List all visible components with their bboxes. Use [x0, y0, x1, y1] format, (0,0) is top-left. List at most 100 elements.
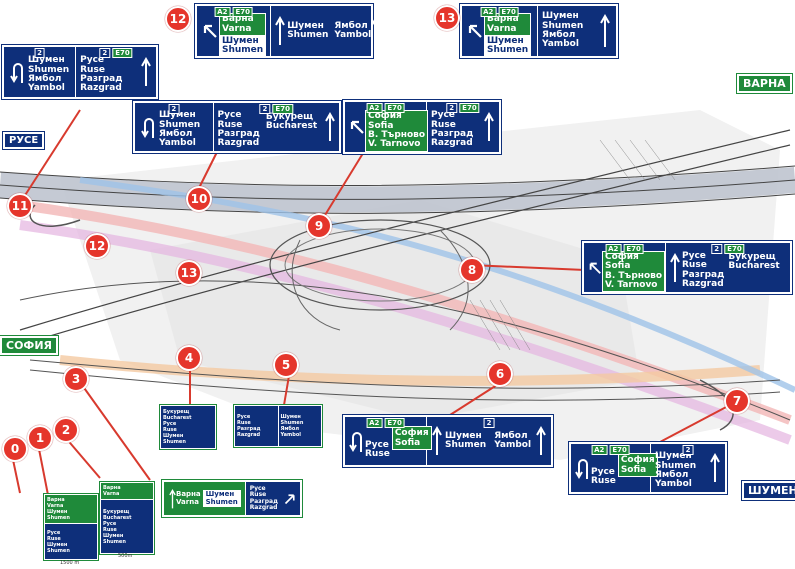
route-tag-e70: E70 — [459, 103, 480, 113]
arrow-up-icon — [431, 426, 443, 456]
arrow-up-icon — [168, 488, 176, 509]
sign-text: Varna — [222, 23, 252, 34]
sign-text: София — [620, 455, 655, 465]
sign-text: V. Tarnovo — [605, 279, 658, 290]
sign-text: Шумен — [103, 532, 124, 539]
sign-5-panel-right: Шумен Shumen Ямбол Yambol — [278, 406, 321, 446]
sign-5: Русе Ruse Разград Razgrad Шумен Shumen Я… — [233, 404, 323, 448]
arrow-up-left-icon — [201, 23, 219, 39]
sign-text: Разград — [431, 129, 474, 139]
sign-text: Razgrad — [80, 83, 122, 94]
sign-text: Shumen — [655, 460, 697, 471]
sign-text: Шумен — [47, 509, 68, 515]
sign-text: Sofia — [368, 120, 394, 131]
sign-text: Шумен — [542, 11, 579, 22]
sign-text: Yambol — [542, 39, 579, 50]
sign-text: Ямбол — [494, 430, 528, 441]
sign-text: Шумен — [205, 490, 235, 499]
sign-text: Шумен — [163, 433, 184, 439]
marker-3: 3 — [63, 366, 89, 392]
route-tag-a2: A2 — [366, 103, 383, 113]
sign-text: Yambol — [655, 479, 692, 490]
route-tag-e70: E70 — [272, 104, 293, 114]
sign-3-panel-left: Варна Varna Шумен Shumen — [164, 482, 246, 515]
sign-text: Русе — [217, 110, 242, 121]
u-turn-icon — [139, 115, 159, 139]
marker-4: 4 — [176, 345, 202, 371]
sign-text: Шумен — [280, 414, 301, 420]
sign-1-panel-bottom: Русе Ruse Шумен Shumen — [45, 524, 97, 559]
sign-text: Shumen — [287, 30, 329, 40]
sign-text: Ruse — [237, 420, 251, 426]
sign-text: Ruse — [249, 491, 267, 499]
sign-text: Shumen — [28, 64, 70, 75]
sign-text: Razgrad — [682, 278, 724, 289]
arrow-up-icon — [275, 16, 286, 46]
sign-text: София — [394, 428, 429, 438]
u-turn-icon — [8, 60, 28, 84]
distance-label: 1500 m — [60, 560, 80, 566]
sign-text: Razgrad — [431, 138, 473, 149]
destination-ruse: РУСЕ — [1, 131, 46, 150]
sign-text: Ямбол — [159, 129, 193, 139]
sign-text: Шумен — [222, 36, 259, 46]
sign-text: Sofia — [394, 438, 421, 448]
arrow-up-icon — [670, 252, 680, 283]
sign-text: Varna — [487, 23, 517, 34]
sign-text: Шумен — [47, 541, 68, 548]
sign-text: Букурещ — [103, 508, 130, 515]
marker-13: 13 — [176, 260, 202, 286]
sign-11-panel-left: 2 Шумен Shumen Ямбол Yambol — [4, 47, 77, 97]
sign-text: Русе — [682, 250, 706, 261]
sign-text: Букурещ — [163, 409, 190, 415]
sign-text: Sofia — [620, 465, 647, 475]
sign-text: Shumen — [280, 420, 304, 426]
sign-text: Разград — [80, 74, 123, 84]
arrow-up-icon — [483, 112, 495, 142]
sign-text: Ruse — [365, 449, 390, 459]
sign-text: V. Tarnovo — [368, 139, 421, 150]
sign-text: Варна — [47, 497, 65, 503]
sign-text: Букурещ — [728, 252, 776, 262]
sign-text: Русе — [237, 414, 251, 420]
sign-text: Шумен — [655, 451, 692, 462]
arrow-up-right-icon — [284, 493, 296, 505]
sign-text: Shumen — [445, 440, 487, 450]
arrow-up-left-icon — [466, 23, 484, 39]
sign-text: Yambol — [159, 138, 196, 149]
marker-6: 6 — [487, 361, 513, 387]
arrow-up-icon — [325, 112, 335, 142]
arrow-up-icon — [598, 14, 612, 48]
sign-text: Русе — [47, 529, 61, 536]
sign-text: Shumen — [205, 497, 238, 506]
sign-text: Ruse — [591, 476, 616, 486]
sign-text: Варна — [487, 14, 519, 25]
sign-2-panel-bottom: Букурещ Bucharest Русе Ruse Шумен Shumen — [101, 500, 153, 553]
sign-text: Русе — [365, 439, 389, 450]
sign-3-panel-right: Русе Ruse Разград Razgrad — [245, 482, 300, 515]
route-tag-2: 2 — [483, 418, 495, 428]
sign-text: Razgrad — [237, 432, 261, 438]
arrow-up-icon — [535, 426, 547, 456]
sign-text: Русе — [80, 55, 105, 66]
sign-text: Ямбол — [655, 470, 689, 480]
route-tag-2: 2 — [168, 104, 180, 114]
sign-2-panel-top: Варна Varna — [101, 483, 153, 500]
sign-text: Bucharest — [163, 415, 192, 421]
sign-text: Русе — [163, 421, 177, 427]
sign-text: Shumen — [47, 515, 70, 521]
route-tag-2: 2 — [682, 445, 694, 455]
sign-text: В. Търново — [368, 130, 426, 140]
sign-text: Русе — [249, 484, 266, 492]
sign-text: Bucharest — [265, 121, 318, 132]
route-tag-a2: A2 — [214, 7, 231, 17]
